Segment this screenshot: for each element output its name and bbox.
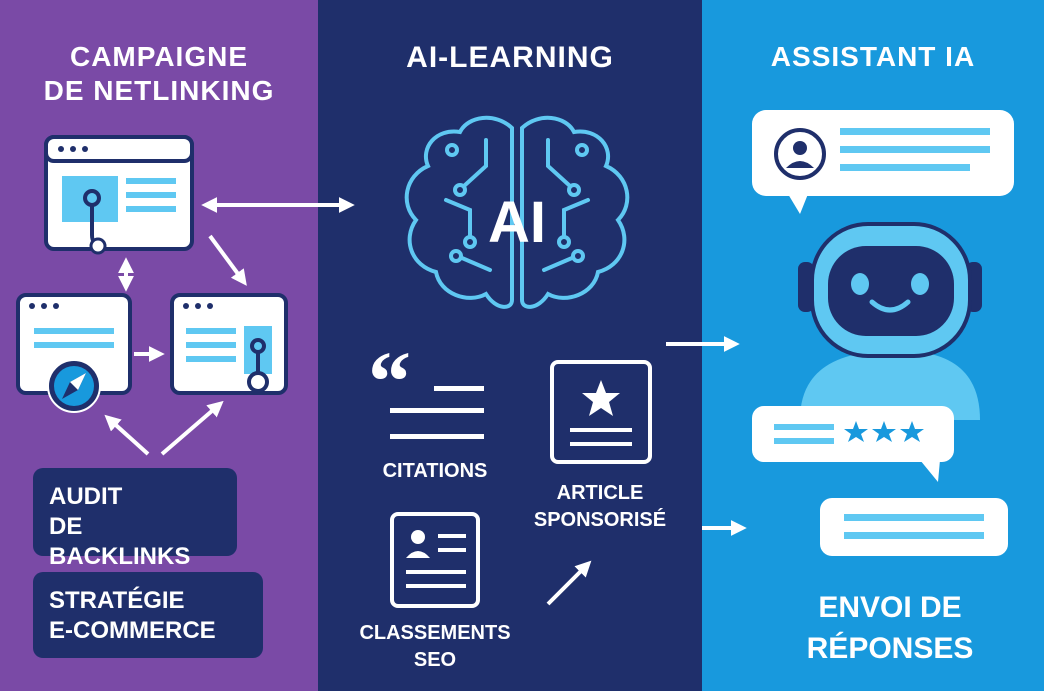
netlinking-title: CAMPAIGNE DE NETLINKING	[43, 41, 275, 106]
reply-bubble-icon	[820, 498, 1008, 556]
classements-label: CLASSEMENTS SEO	[359, 622, 511, 671]
article-label: ARTICLE SPONSORISÉ	[533, 482, 667, 531]
brain-text: AI	[488, 190, 546, 255]
assistant-title: ASSISTANT IA	[770, 41, 976, 72]
audit-backlinks-box: AUDIT DE BACKLINKS	[33, 468, 237, 570]
answers-label: ENVOI DE RÉPONSES	[806, 591, 974, 665]
strategy-ecommerce-box: STRATÉGIE E-COMMERCE	[33, 572, 263, 658]
rating-stars	[844, 421, 924, 442]
ai-learning-panel	[318, 0, 702, 691]
browser-compass-icon	[16, 293, 132, 413]
citations-label: CITATIONS	[382, 460, 488, 482]
rating-bubble-icon	[752, 406, 954, 482]
ai-learning-title: AI-LEARNING	[406, 41, 614, 74]
article-star-icon	[550, 360, 652, 464]
browser-chain-icon	[170, 293, 288, 395]
rank-arrow	[546, 560, 592, 606]
svg-text:“: “	[368, 333, 411, 429]
chat-bubble-user-icon	[752, 110, 1014, 214]
brain-icon	[404, 115, 630, 309]
netlinking-arrows	[104, 234, 247, 456]
robot-icon	[798, 222, 982, 420]
quote-icon: “	[368, 333, 484, 439]
browser-link-icon	[44, 135, 194, 255]
ranking-profile-icon	[390, 512, 480, 608]
